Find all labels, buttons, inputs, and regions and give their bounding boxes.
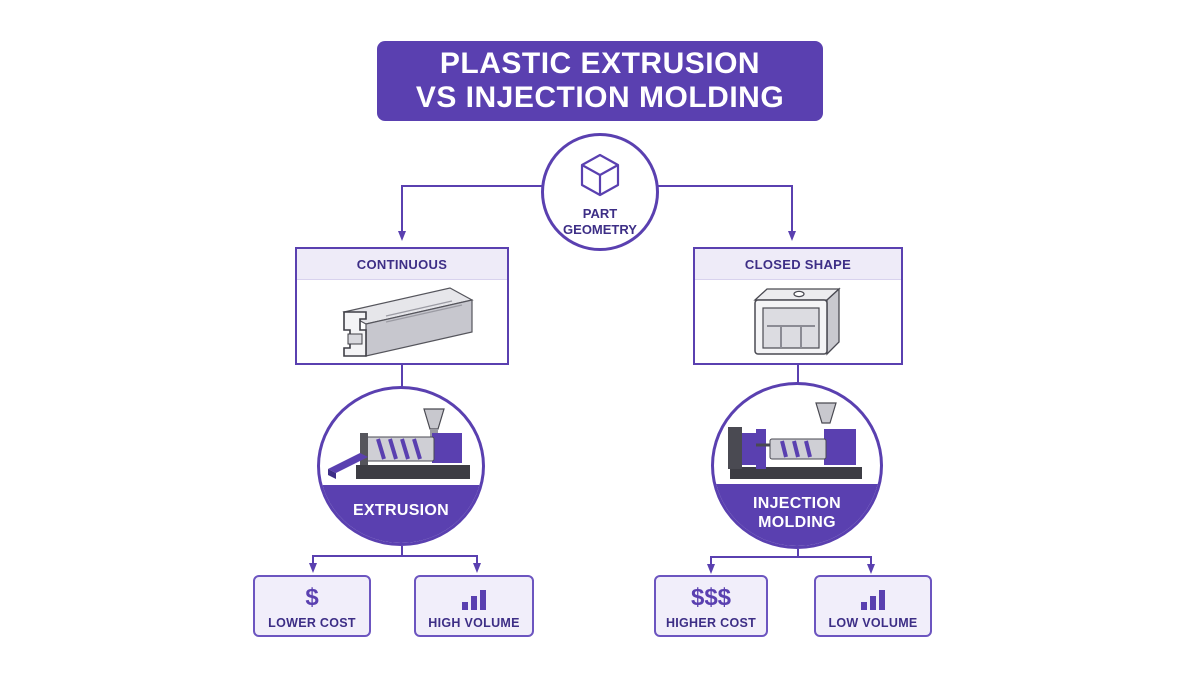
injection-label-2: MOLDING <box>758 514 836 531</box>
bar-chart-icon <box>462 586 486 610</box>
continuous-shape-card: CONTINUOUS <box>295 247 509 365</box>
injection-molding-process-node: INJECTION MOLDING <box>711 382 883 549</box>
low-volume-label: LOW VOLUME <box>828 616 918 630</box>
extrusion-process-node: EXTRUSION <box>317 386 485 546</box>
bar-chart-icon <box>861 586 885 610</box>
title-line-1: PLASTIC EXTRUSION <box>439 47 761 80</box>
connector-right <box>657 185 796 241</box>
high-volume-card: HIGH VOLUME <box>414 575 534 637</box>
molded-box-icon <box>753 287 841 356</box>
extrusion-label: EXTRUSION <box>352 502 450 519</box>
low-volume-card: LOW VOLUME <box>814 575 932 637</box>
lower-cost-card: $ LOWER COST <box>253 575 371 637</box>
higher-cost-card: $$$ HIGHER COST <box>654 575 768 637</box>
injection-machine-icon <box>728 402 862 479</box>
dollar-icon: $$$ <box>690 584 732 611</box>
connector-left <box>398 185 543 241</box>
lower-cost-label: LOWER COST <box>268 616 356 630</box>
high-volume-label: HIGH VOLUME <box>428 616 520 630</box>
closed-shape-label: CLOSED SHAPE <box>695 249 901 280</box>
connector-left-metrics <box>312 546 477 568</box>
title-banner: PLASTIC EXTRUSION VS INJECTION MOLDING <box>377 41 823 121</box>
connector-right-metrics <box>710 549 871 569</box>
injection-label-1: INJECTION <box>752 495 842 512</box>
continuous-shape-label: CONTINUOUS <box>297 249 507 280</box>
cube-icon <box>580 153 620 197</box>
dollar-icon: $ <box>305 584 319 611</box>
part-geometry-label-1: PART <box>582 206 618 221</box>
aluminum-profile-icon <box>342 287 474 357</box>
higher-cost-label: HIGHER COST <box>665 616 757 630</box>
part-geometry-node: PART GEOMETRY <box>541 133 659 251</box>
title-line-2: VS INJECTION MOLDING <box>415 81 785 114</box>
part-geometry-label-2: GEOMETRY <box>563 222 637 237</box>
extruder-machine-icon <box>328 408 470 479</box>
closed-shape-card: CLOSED SHAPE <box>693 247 903 365</box>
